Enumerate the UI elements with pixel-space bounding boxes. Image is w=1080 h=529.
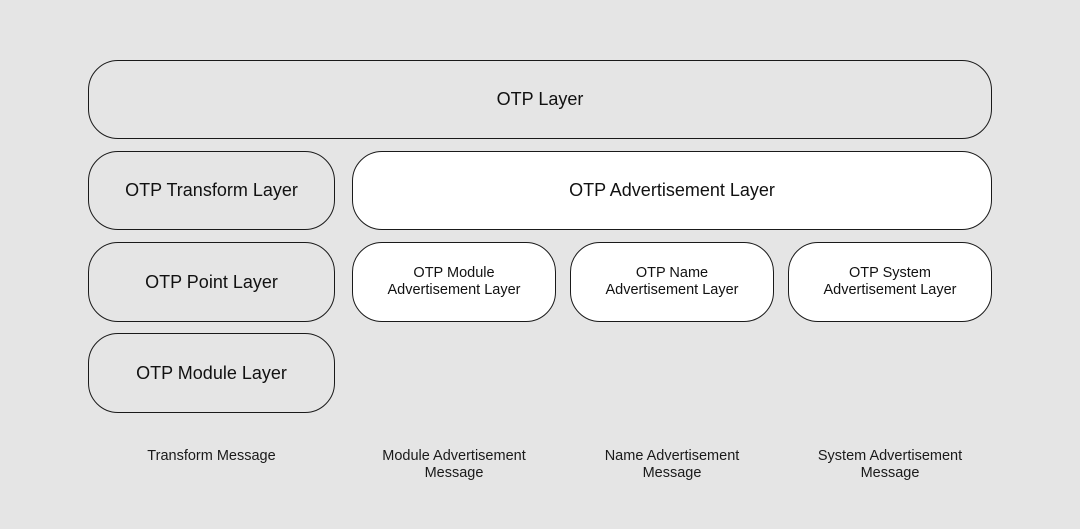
otp-system-advertisement-layer-box: OTP System Advertisement Layer [788,242,992,322]
otp-advertisement-layer-label: OTP Advertisement Layer [569,180,775,200]
otp-name-advertisement-layer-box: OTP Name Advertisement Layer [570,242,774,322]
otp-system-advertisement-layer-label: OTP System Advertisement Layer [823,265,957,298]
otp-module-layer-label: OTP Module Layer [136,362,287,383]
otp-name-advertisement-layer-label: OTP Name Advertisement Layer [605,265,739,298]
module-advertisement-message-caption: Module Advertisement Message [382,448,526,481]
otp-layer-label: OTP Layer [496,89,584,109]
otp-layer-box: OTP Layer [88,60,992,139]
name-advertisement-message-caption: Name Advertisement Message [604,448,740,481]
otp-advertisement-layer-box: OTP Advertisement Layer [352,151,992,230]
system-advertisement-message-caption: System Advertisement Message [817,448,963,481]
otp-point-layer-label: OTP Point Layer [145,271,278,292]
otp-point-layer-box: OTP Point Layer [88,242,335,322]
otp-transform-layer-label: OTP Transform Layer [125,180,298,200]
transform-message-caption: Transform Message [147,448,276,464]
otp-module-layer-box: OTP Module Layer [88,333,335,413]
otp-module-advertisement-layer-label: OTP Module Advertisement Layer [387,265,521,298]
otp-module-advertisement-layer-box: OTP Module Advertisement Layer [352,242,556,322]
otp-transform-layer-box: OTP Transform Layer [88,151,335,230]
